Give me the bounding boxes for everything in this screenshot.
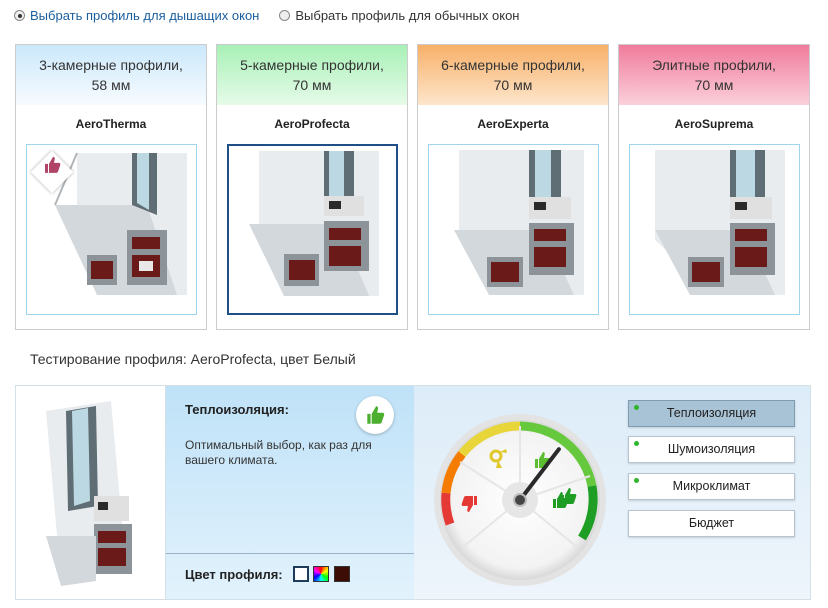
- profile-image[interactable]: [428, 144, 599, 315]
- criterion-button-microclimate[interactable]: Микроклимат: [628, 473, 795, 500]
- window-profile-illustration: [655, 150, 785, 295]
- radio-dot[interactable]: [279, 10, 291, 21]
- gauge-orange-arc: [441, 451, 466, 494]
- gauge-lightgreen-arc: [519, 421, 597, 487]
- rating-gauge: [434, 414, 606, 586]
- card-profile-name: AeroTherma: [75, 117, 147, 131]
- criterion-button-budget[interactable]: Бюджет: [628, 510, 795, 537]
- card-profile-name: AeroProfecta: [274, 117, 350, 131]
- indicator-dot: [634, 478, 639, 483]
- profile-card-aerosuprema[interactable]: Элитные профили, 70 мм AeroSuprema: [618, 44, 810, 330]
- profile-card-aeroprofecta[interactable]: 5-камерные профили, 70 мм AeroProfecta: [216, 44, 408, 330]
- window-profile-illustration: [454, 150, 584, 295]
- profile-card-aeroexperta[interactable]: 6-камерные профили, 70 мм AeroExperta: [417, 44, 609, 330]
- profile-image[interactable]: [629, 144, 800, 315]
- card-header-line2: 58 мм: [91, 77, 131, 93]
- divider: [166, 553, 414, 554]
- window-profile-illustration: [54, 152, 187, 295]
- radio-label: Выбрать профиль для дышащих окон: [30, 8, 260, 23]
- card-header: 5-камерные профили, 70 мм: [217, 45, 407, 105]
- criterion-button-thermal[interactable]: Теплоизоляция: [628, 400, 795, 427]
- profile-image[interactable]: [26, 144, 197, 315]
- gauge-yellow-arc: [458, 421, 521, 457]
- color-label: Цвет профиля:: [185, 567, 283, 582]
- card-header: 6-камерные профили, 70 мм: [418, 45, 608, 105]
- window-profile-illustration: [46, 401, 132, 586]
- result-description: Оптимальный выбор, как раз для вашего кл…: [185, 438, 372, 467]
- gauge-needle: [518, 447, 561, 502]
- card-header-line1: 3-камерные профили,: [39, 57, 183, 73]
- card-profile-name: AeroExperta: [477, 117, 549, 131]
- test-panel: Теплоизоляция: Оптимальный выбор, как ра…: [15, 385, 811, 600]
- criterion-label: Микроклимат: [672, 479, 751, 493]
- recommended-badge: [30, 150, 74, 194]
- card-header: Элитные профили, 70 мм: [619, 45, 809, 105]
- color-swatch-brown[interactable]: [334, 566, 350, 582]
- criterion-label: Теплоизоляция: [666, 406, 757, 420]
- radio-label: Выбрать профиль для обычных окон: [295, 8, 520, 23]
- card-profile-name: AeroSuprema: [674, 117, 754, 131]
- criterion-button-noise[interactable]: Шумоизоляция: [628, 436, 795, 463]
- radio-breathing-windows[interactable]: Выбрать профиль для дышащих окон: [14, 8, 259, 23]
- radio-regular-windows[interactable]: Выбрать профиль для обычных окон: [279, 8, 519, 23]
- thumbs-up-icon: [45, 156, 61, 173]
- card-header-line2: 70 мм: [292, 77, 332, 93]
- result-info: Теплоизоляция: Оптимальный выбор, как ра…: [166, 386, 414, 599]
- profile-cards: 3-камерные профили, 58 мм AeroTherma: [15, 44, 812, 330]
- profile-image[interactable]: [227, 144, 398, 315]
- profile-card-aerotherma[interactable]: 3-камерные профили, 58 мм AeroTherma: [15, 44, 207, 330]
- color-swatch-multicolor[interactable]: [313, 566, 329, 582]
- rating-gauge-area: Теплоизоляция Шумоизоляция Микроклимат Б…: [414, 386, 810, 599]
- card-header-line1: Элитные профили,: [652, 57, 776, 73]
- verdict-badge: [356, 396, 394, 434]
- card-header-line2: 70 мм: [694, 77, 734, 93]
- card-header-line1: 6-камерные профили,: [441, 57, 585, 73]
- card-header: 3-камерные профили, 58 мм: [16, 45, 206, 105]
- profile-mode-selector: Выбрать профиль для дышащих окон Выбрать…: [14, 8, 539, 23]
- card-header-line1: 5-камерные профили,: [240, 57, 384, 73]
- thumbs-down-icon: [461, 496, 477, 512]
- double-thumbs-up-icon: [553, 488, 577, 508]
- window-profile-illustration: [249, 151, 379, 296]
- card-header-line2: 70 мм: [493, 77, 533, 93]
- indicator-dot: [634, 405, 639, 410]
- radio-dot-selected[interactable]: [14, 10, 25, 21]
- testing-status: Тестирование профиля: AeroProfecta, цвет…: [30, 351, 356, 367]
- gauge-red-arc: [441, 492, 455, 526]
- criterion-label: Бюджет: [688, 516, 735, 530]
- ok-hand-icon: [489, 449, 507, 468]
- gauge-green-arc: [578, 485, 598, 541]
- selected-profile-image: [16, 386, 166, 599]
- indicator-dot: [634, 441, 639, 446]
- gauge-hub: [513, 493, 527, 507]
- color-swatch-white[interactable]: [293, 566, 309, 582]
- criterion-label: Шумоизоляция: [667, 442, 756, 456]
- result-title: Теплоизоляция:: [185, 402, 289, 417]
- thumbs-up-icon: [367, 406, 385, 424]
